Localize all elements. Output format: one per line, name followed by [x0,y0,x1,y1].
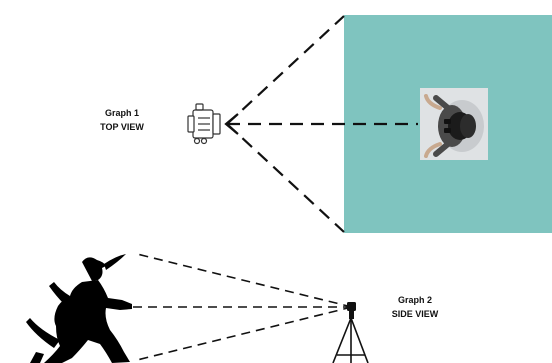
side-view-sight-lines [130,253,353,361]
camera-tripod-icon [332,302,369,363]
top-view-sight-lines [226,15,418,233]
graph1-subtitle: TOP VIEW [100,122,144,132]
camera-top-icon [187,103,221,145]
subject-top-view [420,88,488,160]
graph1-caption: Graph 1 TOP VIEW [92,106,152,134]
graph2-title: Graph 2 [397,295,432,305]
graph2-subtitle: SIDE VIEW [391,309,439,319]
kung-fu-silhouette [26,254,132,363]
top-view-arrowhead [224,113,239,135]
graph1-title: Graph 1 [104,108,139,118]
graph2-caption: Graph 2 SIDE VIEW [380,293,450,321]
